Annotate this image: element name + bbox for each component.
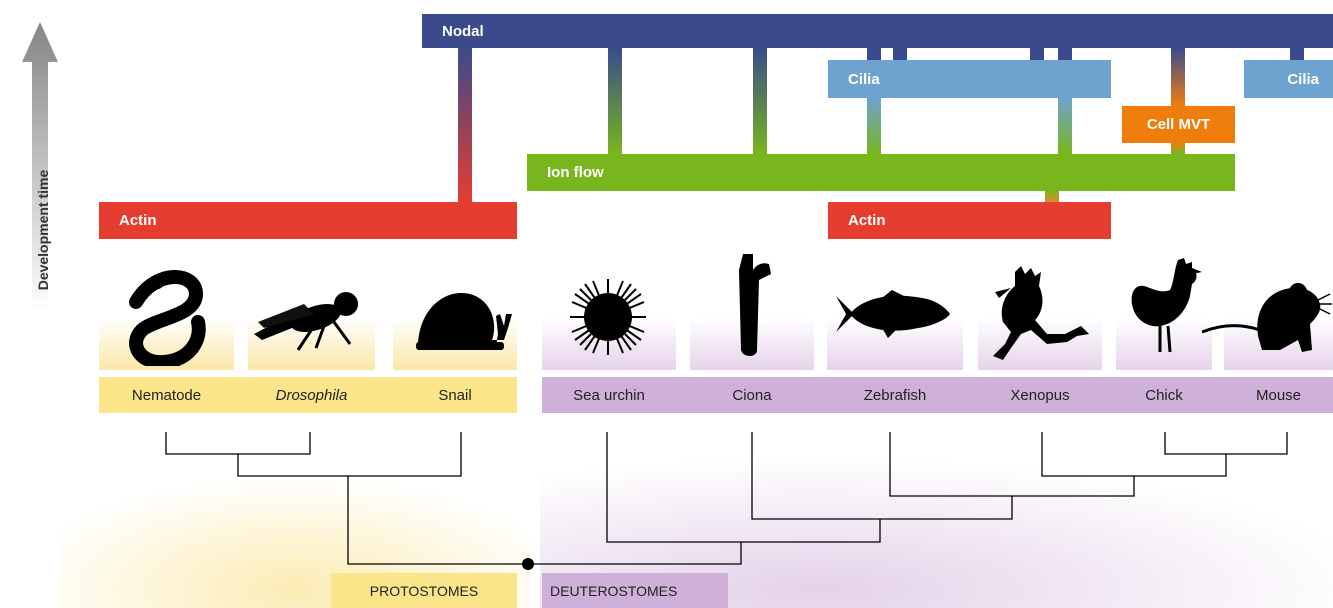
actin-bar-protostome-label: Actin — [119, 212, 157, 229]
tree-branch-ciona — [752, 432, 1012, 519]
tree-root-node — [522, 558, 534, 570]
actin-bar-protostome: Actin — [99, 202, 517, 239]
frog-icon — [985, 264, 1105, 364]
protostomes-label: PROTOSTOMES — [331, 573, 517, 608]
phylogenetic-tree — [0, 420, 1333, 590]
species-label-drosophila: Drosophila — [248, 377, 375, 413]
ciona-icon — [735, 250, 785, 360]
mouse-icon — [1202, 280, 1332, 360]
tree-branch-protostome-root — [348, 476, 527, 564]
ion-flow-bar: Ion flow — [527, 154, 1235, 191]
tree-branch-nematode-drosophila — [166, 432, 310, 454]
fish-icon — [832, 290, 952, 340]
cilia-bar-left: Cilia — [828, 60, 1111, 98]
cell-mvt-bar-label: Cell MVT — [1147, 116, 1210, 133]
connector-nodal-ion-1 — [608, 48, 622, 154]
species-label-mouse: Mouse — [1224, 377, 1333, 413]
connector-nodal-actin — [458, 48, 472, 202]
fly-icon — [254, 282, 369, 362]
species-label-sea-urchin: Sea urchin — [542, 377, 676, 413]
connector-ion-actin — [1045, 191, 1059, 202]
tree-branch-chick-mouse — [1165, 432, 1287, 454]
species-label-zebrafish: Zebrafish — [827, 377, 963, 413]
species-label-xenopus: Xenopus — [978, 377, 1102, 413]
cilia-bar-right-label: Cilia — [1287, 71, 1319, 88]
cell-mvt-bar: Cell MVT — [1122, 106, 1235, 143]
chicken-icon — [1130, 256, 1210, 356]
nodal-bar-label: Nodal — [442, 23, 484, 40]
actin-bar-deuterostome: Actin — [828, 202, 1111, 239]
connector-cilia-ion-1 — [867, 98, 881, 154]
cilia-bar-right: Cilia — [1244, 60, 1333, 98]
connector-cellmvt-ion — [1171, 143, 1185, 154]
actin-bar-deuterostome-label: Actin — [848, 212, 886, 229]
tree-branch-deuterostome-root — [527, 542, 741, 564]
tree-branch-sea-urchin — [607, 432, 880, 542]
species-label-ciona: Ciona — [690, 377, 814, 413]
sea-urchin-icon — [568, 277, 648, 357]
cilia-bar-left-label: Cilia — [848, 71, 880, 88]
deuterostomes-label: DEUTEROSTOMES — [542, 573, 728, 608]
species-label-nematode: Nematode — [99, 377, 234, 413]
ion-flow-bar-label: Ion flow — [547, 164, 604, 181]
tree-branch-zebrafish — [890, 432, 1134, 496]
snail-icon — [412, 284, 512, 356]
connector-nodal-ion-2 — [753, 48, 767, 154]
connector-cilia-ion-2 — [1058, 98, 1072, 154]
worm-icon — [116, 266, 216, 366]
species-label-snail: Snail — [393, 377, 517, 413]
connector-nodal-cellmvt — [1171, 48, 1185, 106]
species-label-chick: Chick — [1116, 377, 1212, 413]
nodal-bar: Nodal — [422, 14, 1333, 48]
